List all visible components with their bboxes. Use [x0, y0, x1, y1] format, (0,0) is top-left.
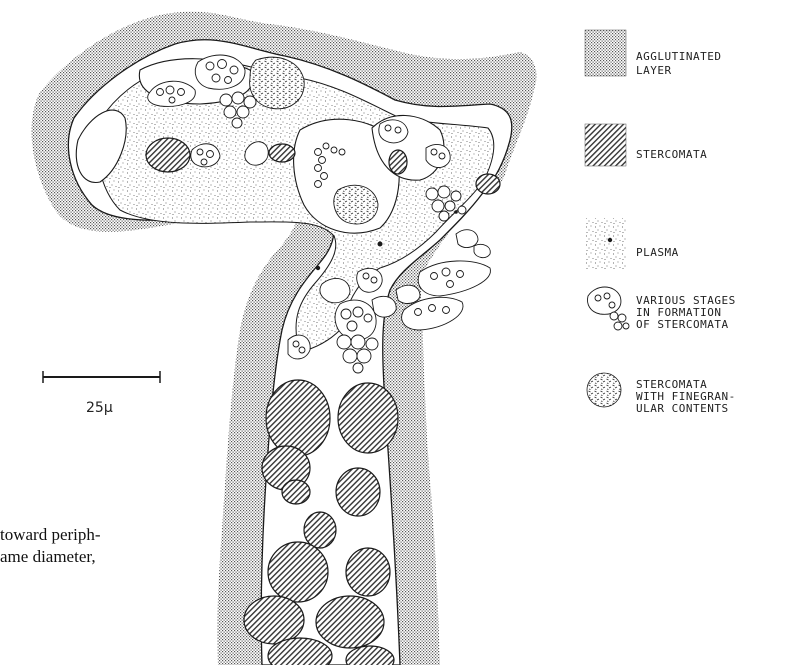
stercoma [316, 596, 384, 648]
legend-swatch-stages [588, 287, 630, 330]
legend-label-plasma: PLASMA [636, 246, 679, 259]
stercoma [336, 468, 380, 516]
legend-label-stages-3: OF STERCOMATA [636, 318, 729, 331]
legend-label-finegranular-3: ULAR CONTENTS [636, 402, 729, 415]
legend-swatch-agglutinated [585, 30, 626, 76]
stercoma [146, 138, 190, 172]
stercoma [389, 150, 407, 174]
stercoma [304, 512, 336, 548]
legend-label-agglutinated-1: AGGLUTINATED [636, 50, 721, 63]
legend: AGGLUTINATED LAYER STERCOMATA PLASMA VAR… [585, 30, 736, 415]
legend-label-stercomata: STERCOMATA [636, 148, 707, 161]
stercoma [346, 548, 390, 596]
legend-swatch-finegranular [587, 373, 621, 407]
legend-swatch-plasma [585, 218, 626, 270]
body-text: toward periph- ame diameter, [0, 525, 101, 566]
stercoma [282, 480, 310, 504]
legend-label-agglutinated-2: LAYER [636, 64, 672, 77]
stercoma [244, 596, 304, 644]
body-text-line-1: toward periph- [0, 525, 101, 544]
stercoma [269, 144, 295, 162]
stercoma [338, 383, 398, 453]
stercoma [268, 542, 328, 602]
scale-bar: 25μ [43, 371, 160, 416]
scale-bar-label: 25μ [86, 400, 113, 416]
body-text-line-2: ame diameter, [0, 547, 96, 566]
legend-swatch-stercomata [585, 124, 626, 166]
stercoma [476, 174, 500, 194]
stercoma [266, 380, 330, 456]
